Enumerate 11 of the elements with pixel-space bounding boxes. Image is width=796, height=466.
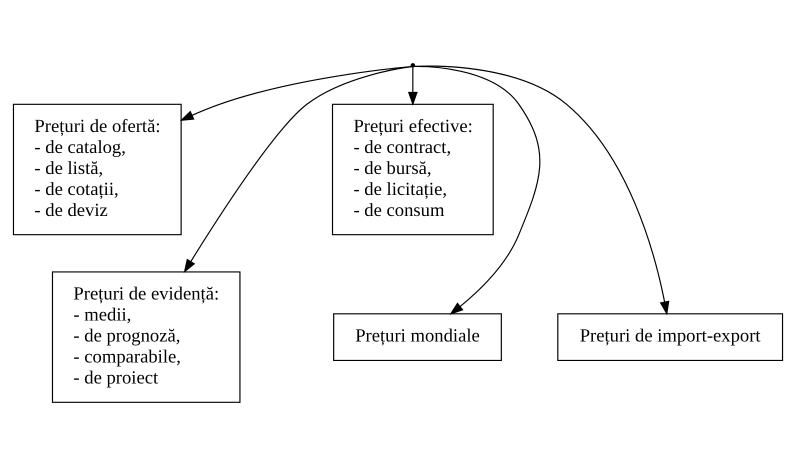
arrow bbox=[184, 66, 412, 274]
arrow bbox=[408, 67, 418, 106]
node-box: Prețuri de import-export bbox=[557, 313, 784, 361]
node-box: Prețuri de evidență: - medii, - de prognoză, - comparabile, - de proiect bbox=[52, 271, 241, 403]
arrow bbox=[414, 65, 670, 316]
arrow bbox=[180, 66, 412, 122]
node-box: Prețuri de ofertă: - de catalog, - de listă, - de cotații, - de deviz bbox=[12, 104, 182, 236]
arrow bbox=[414, 66, 540, 315]
node-box: Prețuri mondiale bbox=[333, 313, 502, 361]
node-box: Prețuri efective: - de contract, - de bursă, - de licitație, - de consum bbox=[332, 104, 494, 236]
node-point bbox=[410, 63, 416, 68]
